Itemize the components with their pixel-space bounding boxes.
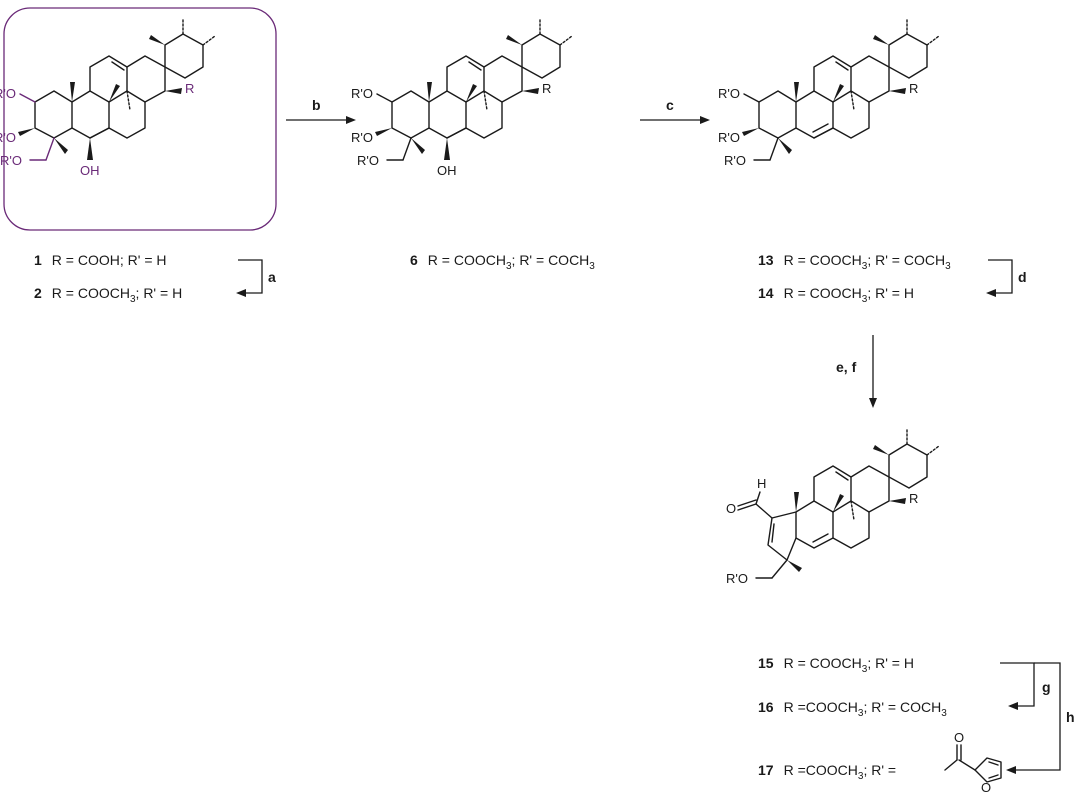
- r-label: R: [909, 81, 918, 96]
- ro-label-c2: R'O: [718, 86, 740, 101]
- step-ef-label: e, f: [836, 359, 857, 375]
- hydroxyl-label: OH: [80, 163, 100, 178]
- r-label: R: [542, 81, 551, 96]
- furoyl-group: O O: [944, 730, 1002, 792]
- ro-label-c2: R'O: [351, 86, 373, 101]
- step-g-label: g: [1042, 679, 1051, 695]
- ro-label-c23: R'O: [726, 571, 748, 586]
- structure-13: R'O R'O R'O R: [718, 19, 940, 168]
- aldehyde-oxygen: O: [726, 501, 736, 516]
- ro-label-c23: R'O: [357, 153, 379, 168]
- step-b-label: b: [312, 97, 321, 113]
- ro-label-c2: R'O: [0, 86, 16, 101]
- ro-label-c23: R'O: [0, 153, 22, 168]
- carbonyl-oxygen: O: [954, 730, 964, 745]
- step-c-label: c: [666, 97, 674, 113]
- structure-1: OH R'O R'O R'O R: [0, 7, 277, 231]
- ro-label-c3: R'O: [351, 130, 373, 145]
- ro-label-c3: R'O: [0, 130, 16, 145]
- ro-label-c3: R'O: [718, 130, 740, 145]
- step-d-label: d: [1018, 269, 1027, 285]
- highlight-frame: [3, 7, 277, 231]
- r-label: R: [185, 81, 194, 96]
- hydroxyl-label: OH: [437, 163, 457, 178]
- arrows: b c a d e, f g h: [236, 97, 1075, 774]
- structure-15: O H R'O R: [726, 429, 940, 586]
- aldehyde-hydrogen: H: [757, 476, 766, 491]
- r-label: R: [909, 491, 918, 506]
- step-h-label: h: [1066, 709, 1075, 725]
- step-a-label: a: [268, 269, 276, 285]
- furan-oxygen: O: [981, 780, 991, 792]
- ro-label-c23: R'O: [724, 153, 746, 168]
- structure-6: OH R'O R'O R'O R: [351, 19, 573, 178]
